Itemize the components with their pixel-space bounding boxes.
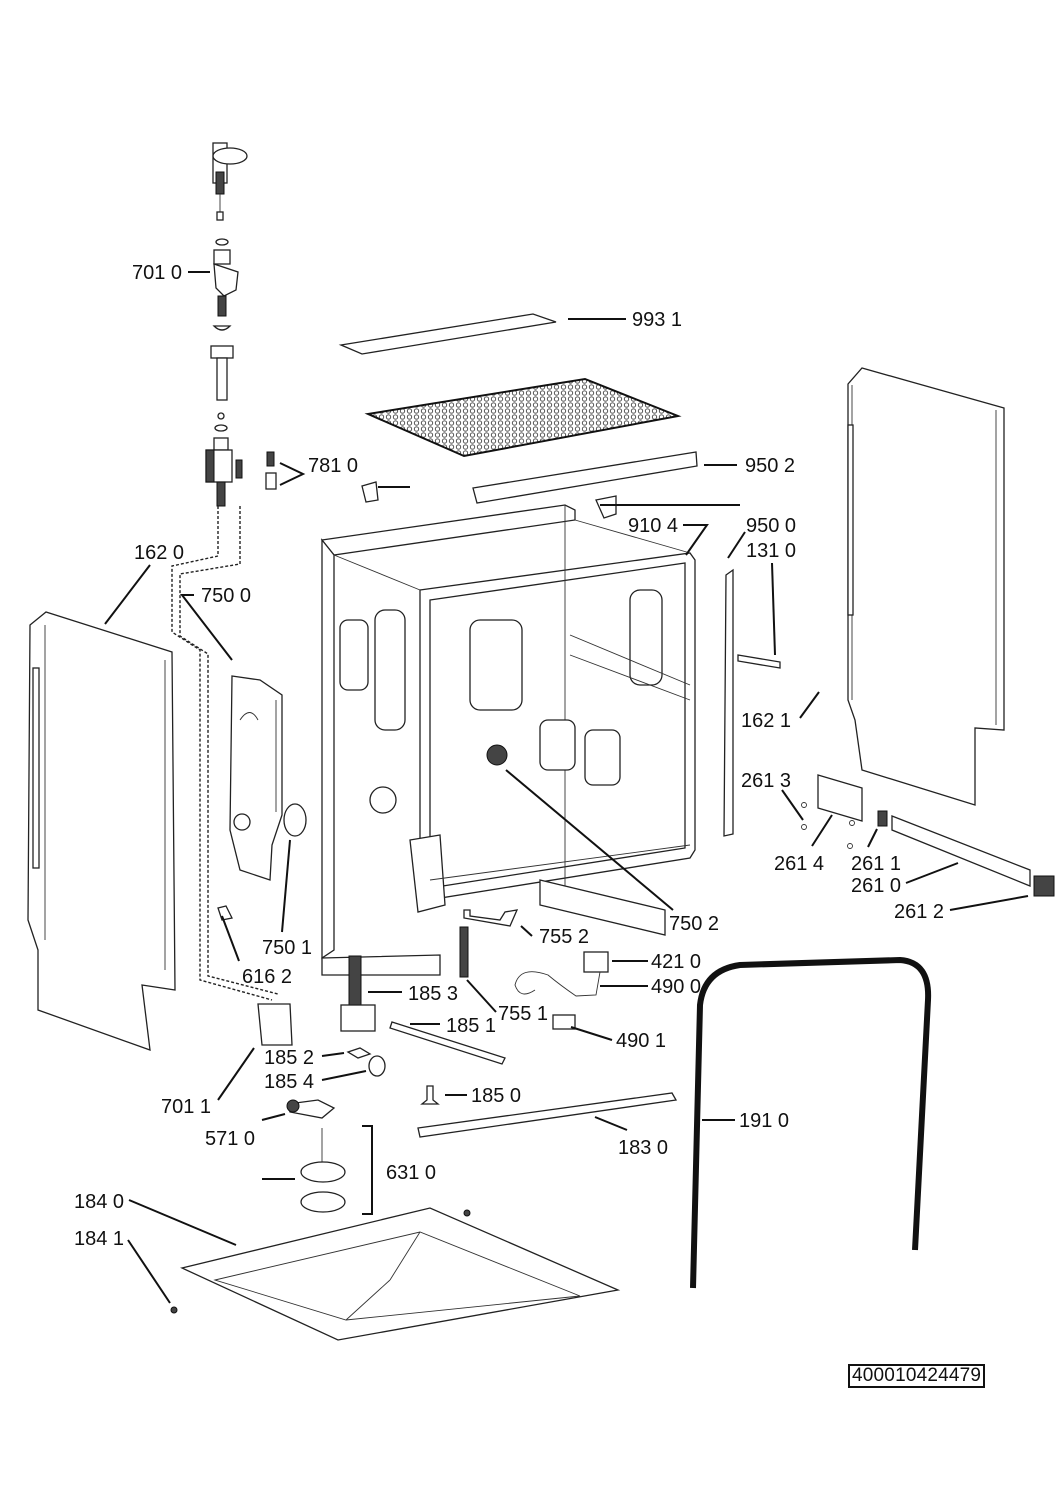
bracket-6310	[362, 1125, 373, 1215]
part-label-781-0: 781 0	[308, 455, 359, 477]
float-assembly	[300, 1128, 346, 1213]
connector-4901	[552, 1014, 576, 1030]
inlet-valve-assembly	[205, 142, 277, 507]
part-label-701-1: 701 1	[161, 1096, 212, 1118]
top-insulation-strip	[338, 313, 557, 355]
rod-1851	[389, 1021, 506, 1065]
screw-1841-glyph	[170, 1306, 178, 1314]
hinge-plate	[817, 774, 863, 822]
leader-lines	[104, 271, 1029, 1304]
bracket-1310	[737, 654, 781, 669]
door-seal	[690, 956, 932, 1289]
part-label-490-0: 490 0	[651, 976, 702, 998]
bracket-7011	[257, 1003, 293, 1046]
part-label-261-3: 261 3	[741, 770, 792, 792]
part-label-750-0: 750 0	[201, 585, 252, 607]
part-label-571-0: 571 0	[205, 1128, 256, 1150]
rail-end-cap	[1033, 875, 1055, 897]
part-label-183-0: 183 0	[618, 1137, 669, 1159]
part-label-131-0: 131 0	[746, 540, 797, 562]
tub-cabinet	[320, 504, 696, 976]
left-side-panel	[27, 611, 176, 1051]
clip-part	[595, 495, 617, 519]
part-label-185-2: 185 2	[264, 1047, 315, 1069]
part-label-185-1: 185 1	[446, 1015, 497, 1037]
plate-1852	[346, 1047, 372, 1059]
small-clip	[361, 481, 379, 503]
part-label-185-3: 185 3	[408, 983, 459, 1005]
cable-4900	[514, 971, 601, 997]
hinge-block	[877, 810, 888, 827]
clip-6162	[217, 905, 233, 921]
spring-foot-block	[340, 1004, 376, 1032]
document-id-box: 400010424479	[848, 1364, 986, 1388]
part-label-185-4: 185 4	[264, 1071, 315, 1093]
part-label-755-1: 755 1	[498, 1003, 549, 1025]
part-label-184-1: 184 1	[74, 1228, 125, 1250]
part-label-616-2: 616 2	[242, 966, 293, 988]
part-label-421-0: 421 0	[651, 951, 702, 973]
heat-exchanger	[229, 675, 283, 881]
gasket-ring	[283, 803, 307, 837]
top-rail	[472, 451, 698, 504]
part-label-162-0: 162 0	[134, 542, 185, 564]
spring-7551	[459, 926, 469, 978]
top-mesh-panel	[364, 377, 682, 458]
bushing-1854	[368, 1055, 386, 1077]
part-label-750-1: 750 1	[262, 937, 313, 959]
part-label-261-2: 261 2	[894, 901, 945, 923]
base-tray	[180, 1207, 621, 1341]
hose-path-2	[179, 506, 279, 995]
part-label-701-0: 701 0	[132, 262, 183, 284]
part-label-261-4: 261 4	[774, 853, 825, 875]
right-side-panel	[847, 367, 1005, 806]
part-label-191-0: 191 0	[739, 1110, 790, 1132]
part-label-950-0: 950 0	[746, 515, 797, 537]
part-label-261-0: 261 0	[851, 875, 902, 897]
hose-path	[171, 506, 273, 1001]
side-strip	[723, 568, 734, 837]
screw-1850	[420, 1085, 440, 1105]
screw-small-glyph	[463, 1209, 471, 1217]
spring-1853	[348, 955, 362, 1007]
rail-2610	[891, 815, 1031, 887]
switch-4210	[583, 951, 609, 973]
bottom-rail	[417, 1092, 678, 1138]
part-label-993-1: 993 1	[632, 309, 683, 331]
part-label-162-1: 162 1	[741, 710, 792, 732]
part-label-185-0: 185 0	[471, 1085, 522, 1107]
part-label-184-0: 184 0	[74, 1191, 125, 1213]
part-label-750-2: 750 2	[669, 913, 720, 935]
part-label-261-1: 261 1	[851, 853, 902, 875]
bracket-7552	[463, 909, 519, 927]
part-label-755-2: 755 2	[539, 926, 590, 948]
part-label-631-0: 631 0	[386, 1162, 437, 1184]
part-label-950-2: 950 2	[745, 455, 796, 477]
part-label-490-1: 490 1	[616, 1030, 667, 1052]
part-label-910-4: 910 4	[628, 515, 679, 537]
